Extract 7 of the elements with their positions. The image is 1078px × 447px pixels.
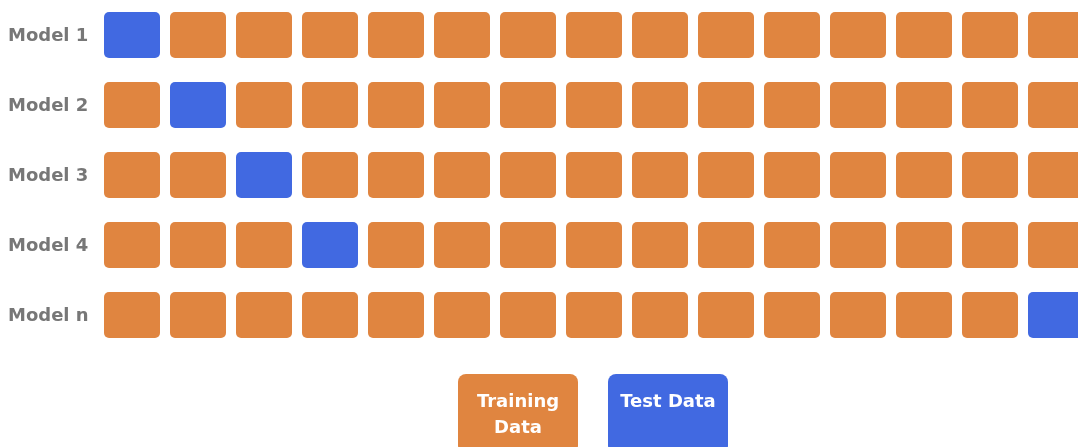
legend-key: Training Data: [458, 374, 578, 447]
row-label: Model 4: [8, 233, 89, 257]
legend-key: Test Data: [608, 374, 728, 447]
row-label: Model 1: [8, 23, 89, 47]
row-label: Model 3: [8, 163, 89, 187]
row-label: Model 2: [8, 93, 89, 117]
row-label: Model n: [8, 303, 89, 327]
